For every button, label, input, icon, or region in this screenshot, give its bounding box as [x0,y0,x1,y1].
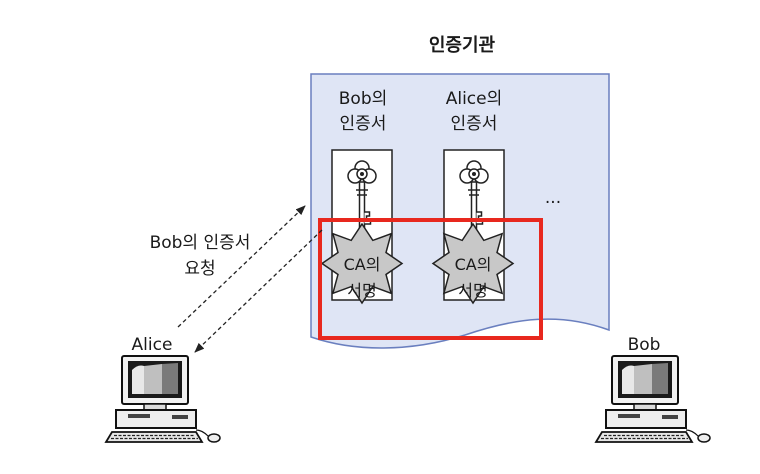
seal-text-line2: 서명 [347,281,376,300]
computer-icon [595,355,711,443]
certificate-label-line1: Alice의 [446,89,503,109]
bob-label: Bob [628,335,661,355]
certificate-label-line1: Bob의 [339,89,388,109]
seal-badge [320,222,404,305]
certificate-bob: Bob의 인증서 CA의 서명 [320,89,404,305]
more-certificates-ellipsis: ... [545,188,561,208]
request-label-line1: Bob의 인증서 [150,233,251,253]
request-label-line2: 요청 [184,259,215,279]
seal-badge [431,222,515,305]
seal-text-line1: CA의 [344,255,381,274]
alice-label: Alice [132,335,173,355]
certificate-label-line2: 인증서 [451,114,498,134]
response-arrow [194,229,323,353]
certificate-label-line2: 인증서 [340,114,387,134]
seal-text-line1: CA의 [455,255,492,274]
seal-text-line2: 서명 [458,281,487,300]
computer-icon [105,355,221,443]
request-arrow [177,205,306,328]
ca-title: 인증기관 [429,35,496,56]
ca-signature-highlight [318,218,543,340]
certificate-alice: Alice의 인증서 CA의 서명 [431,89,515,305]
